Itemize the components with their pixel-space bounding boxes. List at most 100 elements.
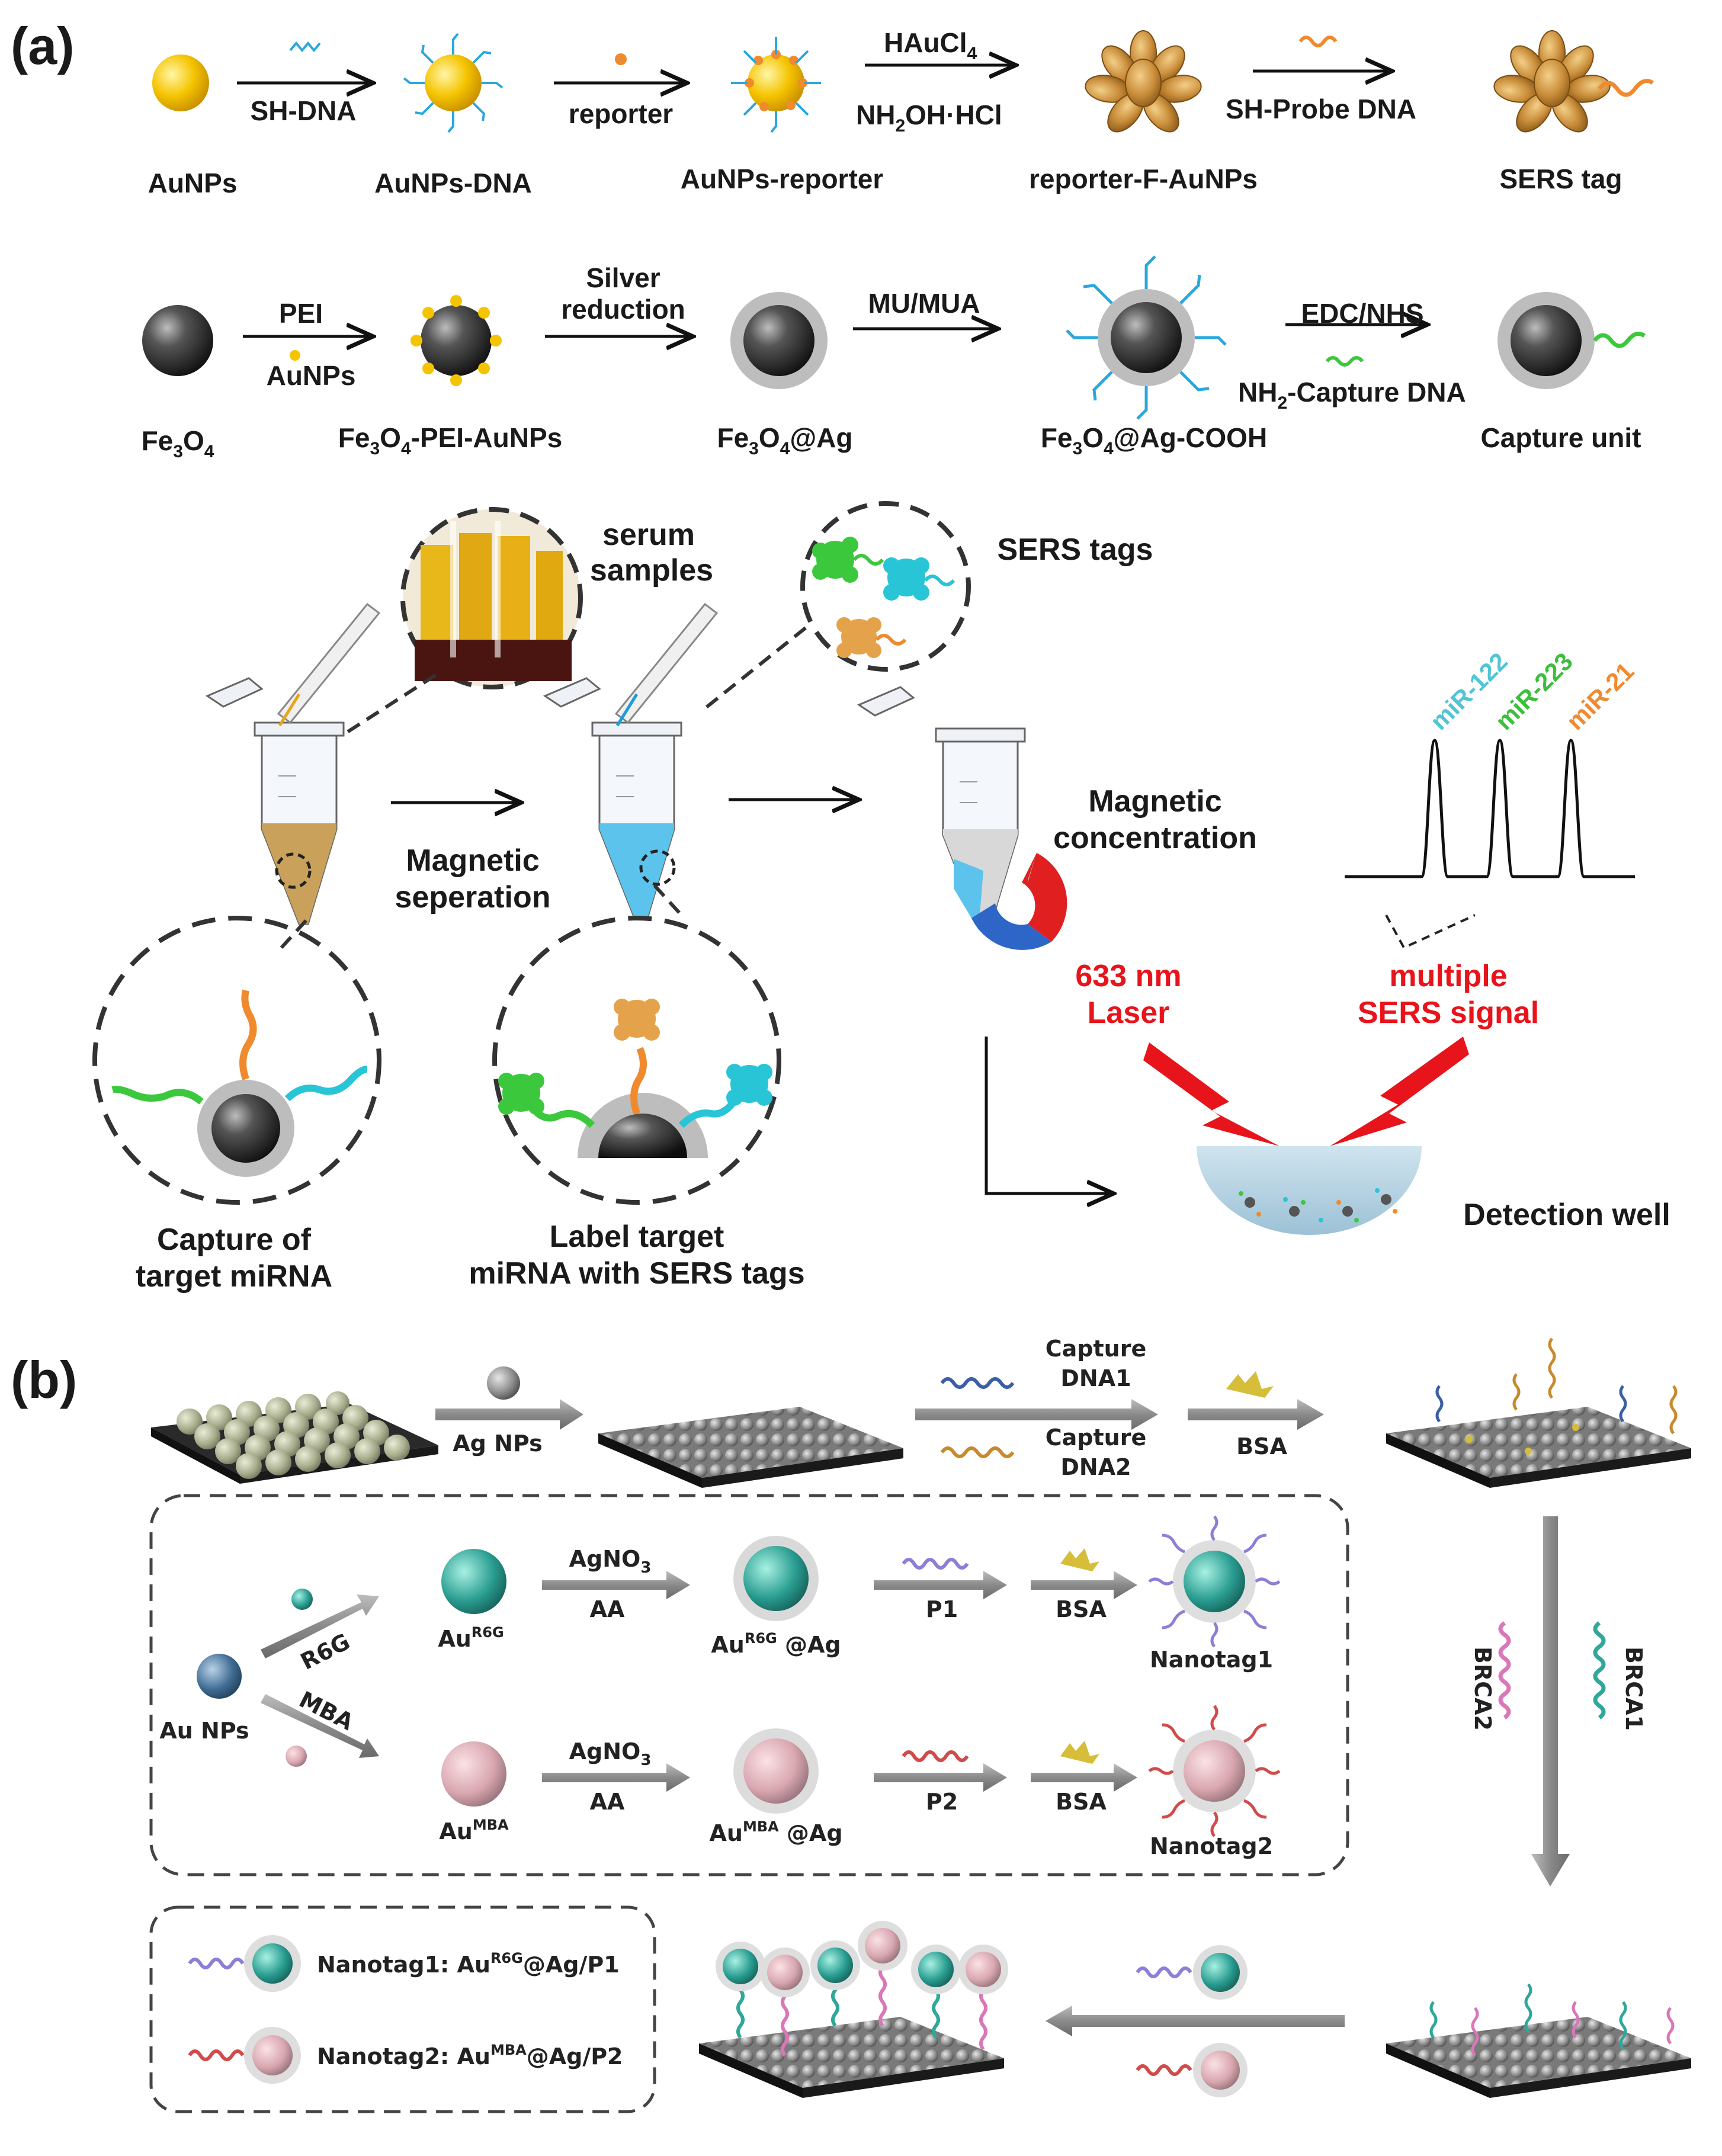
label-laser: Laser: [1088, 996, 1170, 1030]
capture-dna2-icon: [940, 1446, 1015, 1458]
label-633nm: 633 nm: [1075, 959, 1181, 993]
arrow-label-reporter: reporter: [569, 98, 673, 129]
label-seperation: seperation: [395, 880, 551, 915]
arrow-bsa: [1188, 1399, 1324, 1430]
arrow-label-nh2oh: NH2OH·HCl: [856, 100, 1002, 136]
arrow-r6g: [261, 1594, 379, 1658]
legend-box: [149, 1905, 656, 2113]
label-fe3o4: Fe3O4: [142, 425, 214, 461]
ag-np-ball: [487, 1366, 520, 1400]
label-nanotag2: Nanotag2: [1150, 1833, 1273, 1859]
au-mba-ag-ball: [733, 1728, 819, 1814]
reporter-f-aunp-flower: [1085, 30, 1202, 133]
detection-well: [1197, 1146, 1422, 1235]
label-capture-2: Capture: [1046, 1424, 1146, 1451]
arrow-p2: [874, 1763, 1007, 1792]
legend-nanotag2-ball: [244, 2027, 301, 2084]
row2-labels: Fe3O4 Fe3O4-PEI-AuNPs Fe3O4@Ag Fe3O4@Ag-…: [142, 262, 1641, 461]
nanotag1-ball: [1148, 1515, 1281, 1648]
label-nanotag1: Nanotag1: [1150, 1647, 1273, 1673]
capture-dna1-icon: [940, 1377, 1015, 1389]
au-mba-ball: [441, 1741, 506, 1807]
arrow-agno3-2: [542, 1763, 690, 1792]
synthesis-box: [149, 1494, 1349, 1876]
label-detection-well: Detection well: [1463, 1198, 1670, 1232]
label-concentration: concentration: [1053, 821, 1257, 855]
label-aa-2: AA: [590, 1789, 625, 1815]
arrow-label-edc-nhs: EDC/NHS: [1301, 298, 1423, 329]
workflow: miR-122 miR-223 miR-21: [92, 501, 1639, 1235]
arrow-nanotags: [1046, 2006, 1345, 2036]
label-label-target: Label target: [550, 1220, 724, 1254]
sers-tags-circle: [800, 501, 971, 672]
label-au-r6g: AuR6G: [438, 1624, 504, 1652]
label-fe3o4-ag-cooh: Fe3O4@Ag-COOH: [1041, 422, 1267, 458]
label-sers-tags: SERS tags: [998, 532, 1153, 567]
brca2-strand: [1498, 1621, 1511, 1719]
label-magnetic-2: Magnetic: [1088, 784, 1221, 819]
label-fe3o4-pei-aunps: Fe3O4-PEI-AuNPs: [338, 422, 562, 458]
substrate-ag: [598, 1407, 903, 1488]
arrow-capture-dna: [915, 1399, 1158, 1430]
bsa-icon-1: [1060, 1548, 1099, 1571]
capture-zoom-circle: [92, 916, 381, 1205]
arrow-label-aunps: AuNPs: [267, 360, 356, 391]
label-dna2: DNA2: [1060, 1454, 1131, 1480]
aunp-sphere: [152, 54, 209, 111]
tube-serum: [205, 602, 381, 925]
label-mirna-sers: miRNA with SERS tags: [469, 1256, 804, 1291]
brca-arrow: BRCA1 BRCA2: [1470, 1516, 1647, 1886]
r6g-ball: [291, 1589, 313, 1610]
nanotag1-mini: [1193, 1945, 1248, 2000]
legend-p1-strand: [188, 1958, 245, 1969]
arrow-label-sh-probe: SH-Probe DNA: [1226, 94, 1416, 124]
sers-spectrum: miR-122 miR-223 miR-21: [1345, 647, 1639, 949]
fe3o4-sphere: [142, 305, 213, 376]
label-zoom-circle: [492, 916, 781, 1205]
arrow-label-capture-dna: NH2-Capture DNA: [1238, 377, 1466, 413]
arrow-label-haucl4: HAuCl4: [884, 27, 977, 63]
fe3o4-pei-aunps-sphere: [411, 295, 502, 386]
row1-labels: AuNPs AuNPs-DNA AuNPs-reporter reporter-…: [148, 27, 1622, 198]
nanotag2-mini: [1193, 2043, 1248, 2097]
sers-tag-probe: [1598, 79, 1654, 97]
label-aunps-reporter: AuNPs-reporter: [681, 163, 884, 194]
arrow-ag-nps: [435, 1399, 583, 1430]
capture-pointer: [280, 913, 313, 949]
brca1-strand: [1593, 1621, 1606, 1719]
arrow-label-pei: PEI: [279, 298, 323, 329]
label-brca1: BRCA1: [1621, 1647, 1647, 1731]
label-capture-of: Capture of: [157, 1223, 312, 1257]
label-bsa-1: BSA: [1056, 1596, 1107, 1622]
arrow-bsa-1: [1031, 1571, 1137, 1599]
label-capture-1: Capture: [1046, 1336, 1146, 1362]
label-bsa-2: BSA: [1056, 1789, 1107, 1815]
capture-dna-icon: [1325, 356, 1364, 367]
label-brca2: BRCA2: [1470, 1647, 1496, 1731]
tube-labeled: [543, 602, 719, 925]
label-reporter-f-aunps: reporter-F-AuNPs: [1029, 163, 1258, 194]
bsa-icon: [1226, 1371, 1274, 1398]
label-aunps: AuNPs: [148, 168, 238, 198]
legend-p2-strand: [188, 2049, 245, 2061]
sers-tag-flower: [1493, 30, 1611, 133]
nanotag1-strand: [1136, 1966, 1192, 1978]
arrow-label-reduction: reduction: [561, 294, 685, 325]
label-aa-1: AA: [590, 1596, 625, 1622]
workflow-labels: serum samples SERS tags Magnetic seperat…: [136, 518, 1670, 1294]
au-np-ball: [197, 1654, 242, 1699]
au-r6g-ball: [441, 1549, 506, 1614]
capture-unit-sphere: [1497, 292, 1646, 389]
label-dna1: DNA1: [1060, 1365, 1131, 1391]
serum-zoom-circle: [400, 507, 583, 689]
substrate-ps-spheres: [151, 1391, 438, 1484]
aunp-dot: [290, 350, 300, 361]
arrow-mba: [261, 1694, 379, 1758]
label-sers-tag: SERS tag: [1499, 163, 1622, 194]
fe3o4-ag-sphere: [730, 292, 828, 389]
label-aunps-dna: AuNPs-DNA: [374, 168, 532, 198]
label-bsa-top: BSA: [1236, 1433, 1287, 1459]
arrow-label-silver: Silver: [586, 262, 660, 293]
label-samples: samples: [590, 553, 713, 588]
